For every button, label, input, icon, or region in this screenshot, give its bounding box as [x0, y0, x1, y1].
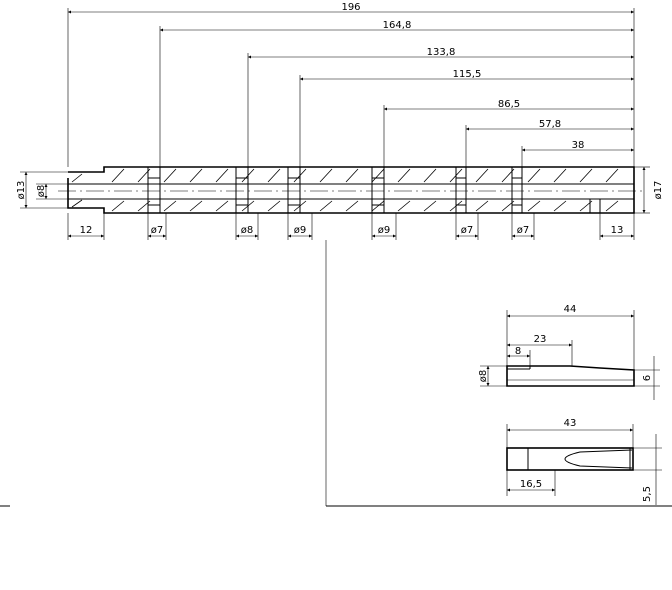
top-dim-label: 57,8 [539, 119, 561, 130]
detail-b-height: 5,5 [642, 486, 653, 502]
cross-holes [147, 167, 523, 213]
detail-a-overall: 44 [564, 304, 577, 315]
bottom-dim-label: 12 [80, 225, 93, 236]
detail-a-height: 6 [642, 375, 653, 381]
bottom-dim-label: ø7 [151, 225, 163, 236]
top-dim-label: 86,5 [498, 99, 520, 110]
side-dimensions: ø13 ø8 ø17 [16, 166, 664, 214]
top-dim-label: 133,8 [427, 47, 456, 58]
bottom-dim-label: ø8 [241, 225, 253, 236]
detail-a-small: 8 [515, 346, 521, 357]
dim-outer-left: ø13 [16, 181, 27, 200]
detail-b-overall: 43 [564, 418, 577, 429]
bottom-dim-label: 13 [611, 225, 624, 236]
dim-inner-left: ø8 [36, 185, 47, 197]
detail-b-bottom: 16,5 [520, 479, 542, 490]
top-dimensions: 196 164,8 133,8 115,5 86,5 57,8 38 [67, 2, 635, 167]
main-shaft-view [58, 166, 645, 214]
bottom-dim-label: ø9 [294, 225, 306, 236]
detail-a-dia: ø8 [478, 370, 489, 382]
bottom-dim-label: ø7 [461, 225, 473, 236]
shaft-outline [67, 166, 635, 214]
dim-outer-right: ø17 [653, 181, 664, 200]
detail-a: 44 23 8 ø8 6 [478, 304, 660, 400]
detail-b: 43 16,5 5,5 [506, 418, 662, 505]
top-dim-label: 115,5 [453, 69, 482, 80]
detail-a-mid: 23 [534, 334, 547, 345]
top-wall-hatch [71, 168, 619, 183]
bottom-dim-label: ø9 [378, 225, 390, 236]
top-dim-label: 38 [572, 140, 585, 151]
top-dim-label: 164,8 [383, 20, 412, 31]
top-dim-label: 196 [341, 2, 360, 13]
bottom-dimensions: 12 ø7 ø8 ø9 ø9 ø7 ø7 13 [67, 213, 635, 240]
bottom-dim-label: ø7 [517, 225, 529, 236]
detail-b-outline [506, 447, 634, 471]
